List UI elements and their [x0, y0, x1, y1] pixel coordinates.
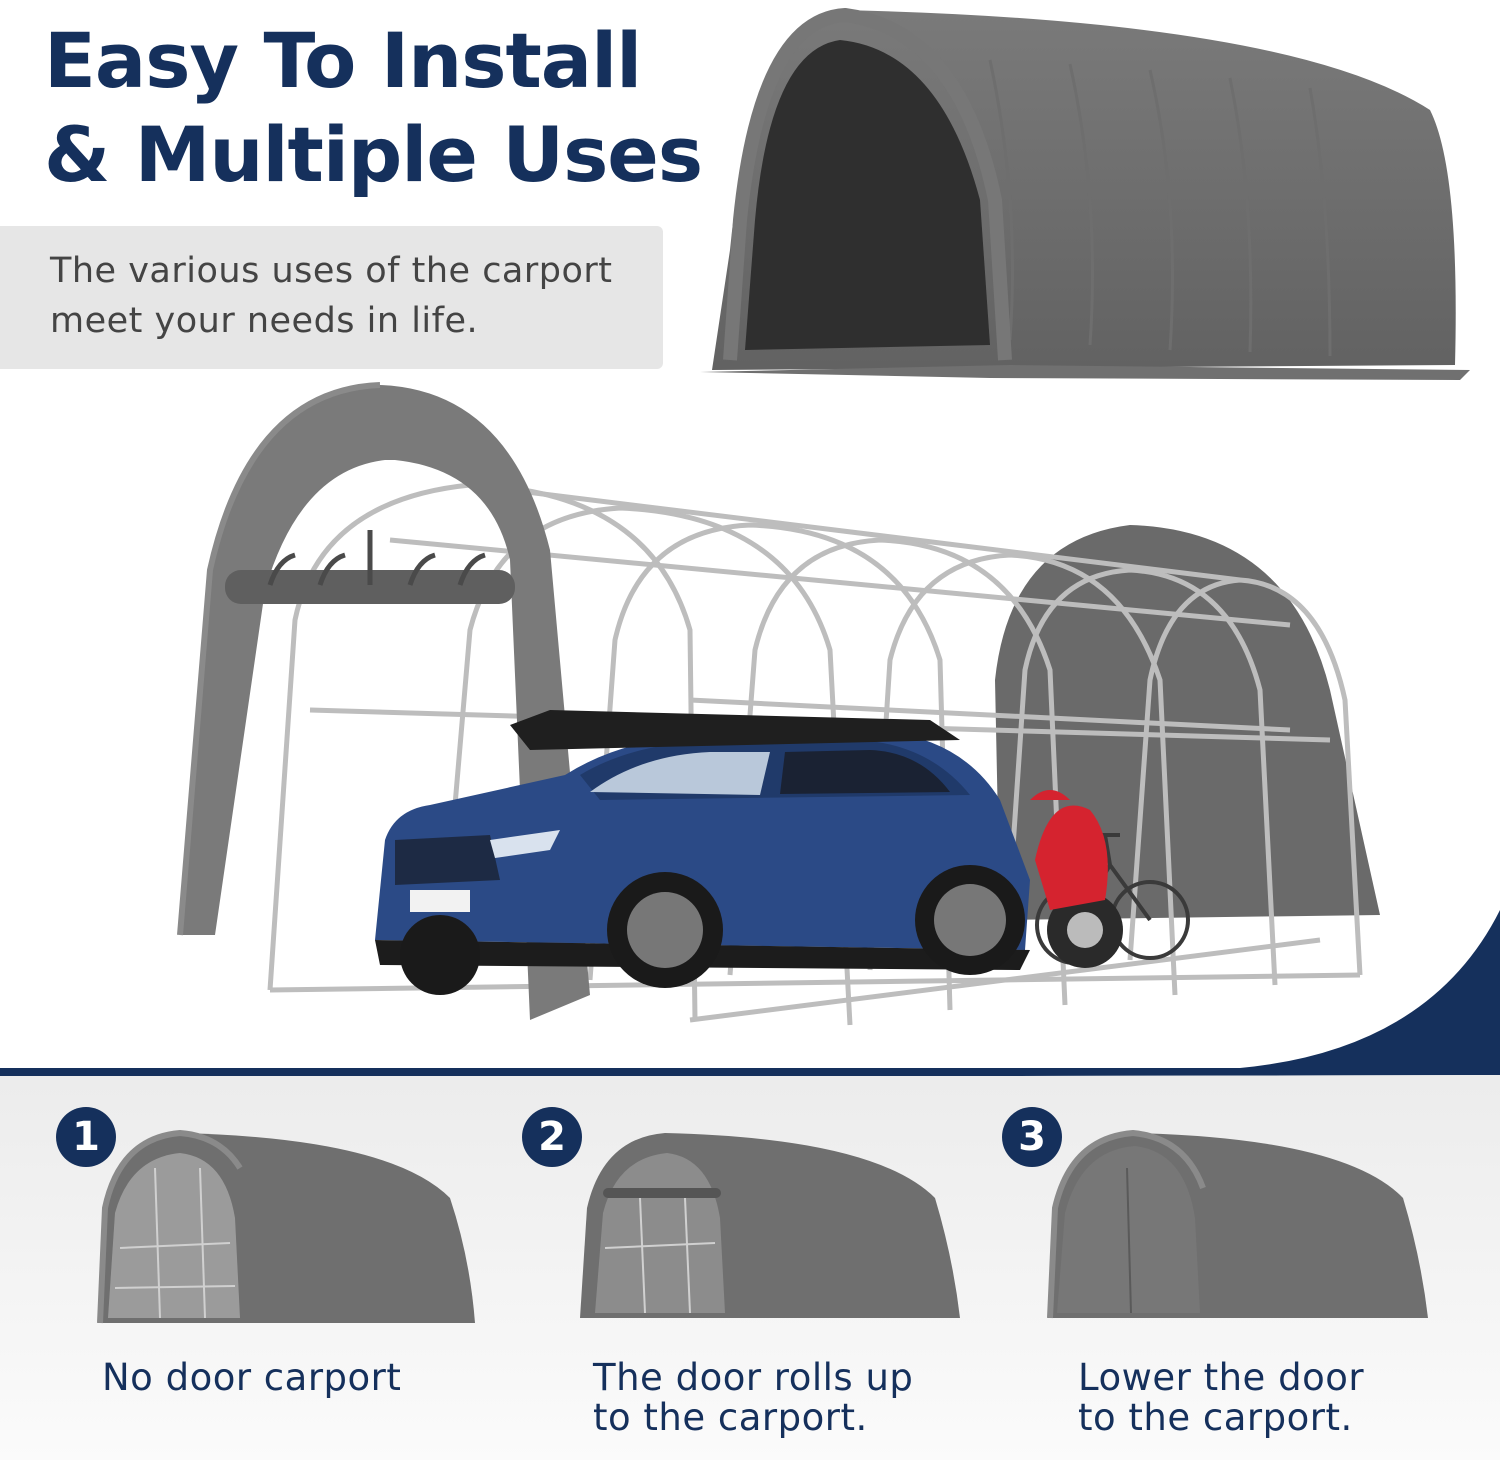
headline: Easy To Install & Multiple Uses	[44, 14, 704, 202]
option-2-caption-line-1: The door rolls up	[593, 1356, 914, 1399]
option-3-number-badge: 3	[1002, 1107, 1062, 1167]
headline-line-2: & Multiple Uses	[44, 110, 703, 199]
headline-line-1: Easy To Install	[44, 16, 642, 105]
car	[375, 710, 1030, 995]
subtitle-line-1: The various uses of the carport	[50, 251, 613, 291]
option-2-caption: The door rolls up to the carport.	[593, 1358, 973, 1438]
option-1-caption: No door carport	[102, 1358, 482, 1398]
closed-carport-illustration	[700, 7, 1470, 380]
option-3-caption-line-2: to the carport.	[1078, 1396, 1353, 1439]
option-2-rolled-door-carport-icon	[580, 1133, 960, 1318]
option-1-no-door-carport-icon	[97, 1129, 475, 1324]
option-3-caption: Lower the door to the carport.	[1078, 1358, 1458, 1438]
open-carport-scene	[177, 382, 1380, 1026]
rolled-door-bar	[225, 570, 515, 604]
option-3-closed-door-carport-icon	[1047, 1129, 1428, 1319]
option-3-caption-line-1: Lower the door	[1078, 1356, 1365, 1399]
separator-swoosh	[0, 910, 1500, 1100]
subtitle-line-2: meet your needs in life.	[50, 301, 479, 341]
option-1-number-badge: 1	[56, 1107, 116, 1167]
option-2-caption-line-2: to the carport.	[593, 1396, 868, 1439]
option-1-caption-line-1: No door carport	[102, 1356, 402, 1399]
subtitle: The various uses of the carport meet you…	[50, 246, 650, 346]
motorcycle	[1030, 790, 1123, 968]
option-2-number-badge: 2	[522, 1107, 582, 1167]
subtitle-box	[0, 226, 663, 369]
